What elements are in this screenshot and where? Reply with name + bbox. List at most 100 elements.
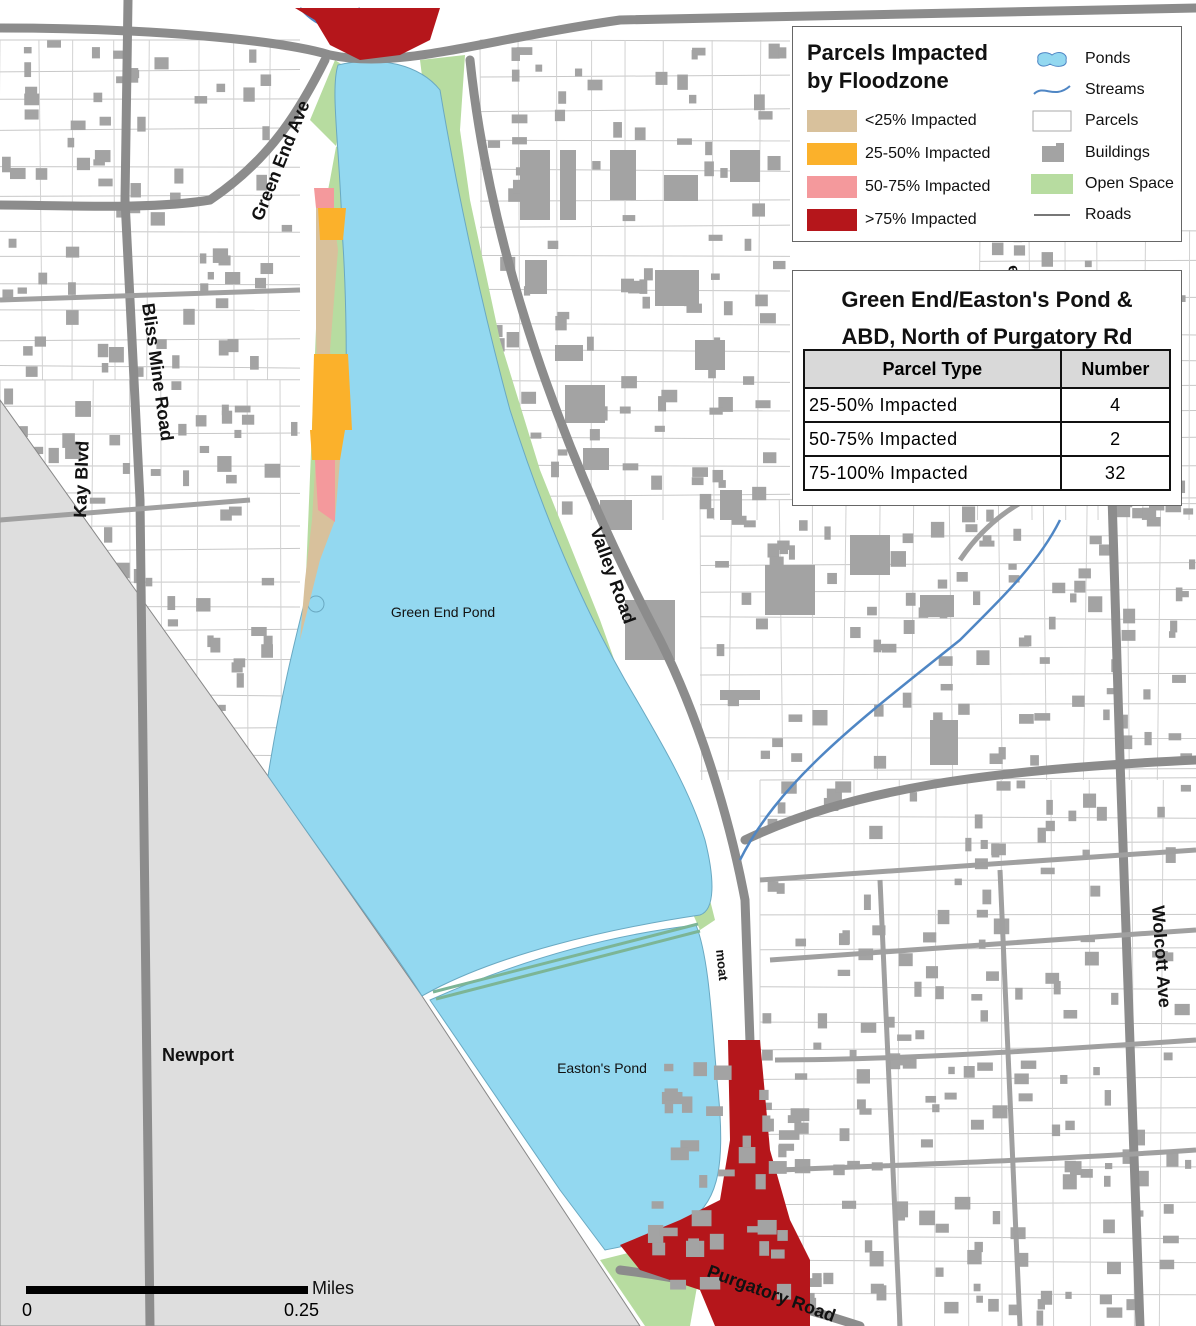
parcel-line xyxy=(802,779,807,1326)
building xyxy=(261,644,273,658)
large-building xyxy=(610,150,636,200)
building xyxy=(25,86,38,97)
building xyxy=(938,656,953,666)
building xyxy=(515,167,524,176)
building xyxy=(619,406,631,414)
building xyxy=(980,1010,988,1022)
building xyxy=(8,238,17,248)
building xyxy=(824,526,831,540)
row-type: 50-75% Impacted xyxy=(803,421,1062,457)
building xyxy=(156,339,167,349)
building xyxy=(932,1104,940,1113)
parcel-50-75-a xyxy=(314,188,334,208)
moat-label: moat xyxy=(713,949,731,982)
building xyxy=(762,1013,772,1024)
building xyxy=(521,391,537,404)
building xyxy=(651,475,662,490)
eastons-pond-label: Easton's Pond xyxy=(557,1060,647,1076)
building xyxy=(24,93,40,106)
scale-start: 0 xyxy=(22,1300,33,1320)
building xyxy=(260,74,272,86)
building xyxy=(897,1034,912,1041)
building xyxy=(628,280,642,294)
building xyxy=(813,1042,822,1050)
building xyxy=(765,1118,774,1132)
building xyxy=(795,938,807,947)
building xyxy=(823,1272,834,1285)
parcel-line xyxy=(727,499,733,781)
large-building xyxy=(695,340,725,370)
building xyxy=(94,150,111,163)
building xyxy=(154,57,169,70)
building xyxy=(977,1062,993,1071)
table-row: 75-100% Impacted 32 xyxy=(803,455,1172,491)
building xyxy=(218,340,229,356)
row-number: 32 xyxy=(1059,455,1172,491)
building xyxy=(1172,674,1186,683)
building xyxy=(1123,608,1136,624)
parcel-icon xyxy=(1031,110,1073,132)
bliss-mine-road-line xyxy=(120,0,155,1326)
building xyxy=(109,346,124,363)
building xyxy=(887,1016,895,1028)
building xyxy=(651,1201,664,1209)
building xyxy=(903,620,915,634)
building xyxy=(973,591,981,606)
building xyxy=(841,1200,857,1209)
building xyxy=(1170,620,1178,633)
building xyxy=(70,120,86,131)
building xyxy=(896,1201,909,1218)
building xyxy=(34,446,44,455)
parcel-line xyxy=(1158,779,1164,1326)
building xyxy=(1180,784,1191,792)
parcel-line xyxy=(0,69,301,73)
map-legend: Parcels Impacted by Floodzone <25% Impac… xyxy=(792,26,1182,242)
building xyxy=(715,561,729,568)
building xyxy=(670,1279,687,1290)
building xyxy=(790,1108,810,1122)
building xyxy=(755,400,771,409)
scale-bar-line xyxy=(26,1286,308,1294)
parcel-line xyxy=(0,364,301,369)
building xyxy=(958,703,970,715)
building xyxy=(805,1297,817,1311)
building xyxy=(778,1130,800,1140)
header-number: Number xyxy=(1059,349,1172,389)
legend-label-gt75: >75% Impacted xyxy=(865,211,977,228)
building xyxy=(731,515,747,525)
building xyxy=(806,1278,822,1287)
building xyxy=(35,168,48,180)
building xyxy=(551,461,559,478)
building xyxy=(1123,735,1133,750)
building xyxy=(23,47,32,54)
building xyxy=(512,137,527,145)
building xyxy=(1165,847,1176,863)
building xyxy=(944,1301,959,1314)
building xyxy=(699,493,712,510)
parcel-line xyxy=(479,224,791,228)
building xyxy=(1099,544,1115,556)
building xyxy=(1157,806,1165,818)
building xyxy=(743,376,755,385)
building xyxy=(281,224,293,232)
building xyxy=(681,1096,693,1113)
building xyxy=(1064,1160,1076,1173)
building xyxy=(706,1106,723,1117)
legend-item-lt25: <25% Impacted xyxy=(807,109,977,133)
building xyxy=(10,167,26,180)
building xyxy=(937,909,950,925)
building xyxy=(1008,575,1020,583)
building xyxy=(1040,867,1055,875)
parcel-line xyxy=(759,1107,1196,1110)
parcel-line xyxy=(1088,779,1091,1326)
building xyxy=(992,1105,1008,1119)
building xyxy=(1083,793,1097,808)
building xyxy=(1165,503,1182,513)
parcel-line xyxy=(759,1076,1196,1080)
building xyxy=(856,1099,866,1110)
pond-icon xyxy=(1031,48,1073,70)
table-row: 25-50% Impacted 4 xyxy=(803,387,1172,423)
building xyxy=(768,1161,787,1174)
parcel-line xyxy=(479,108,791,113)
large-building xyxy=(520,150,550,220)
